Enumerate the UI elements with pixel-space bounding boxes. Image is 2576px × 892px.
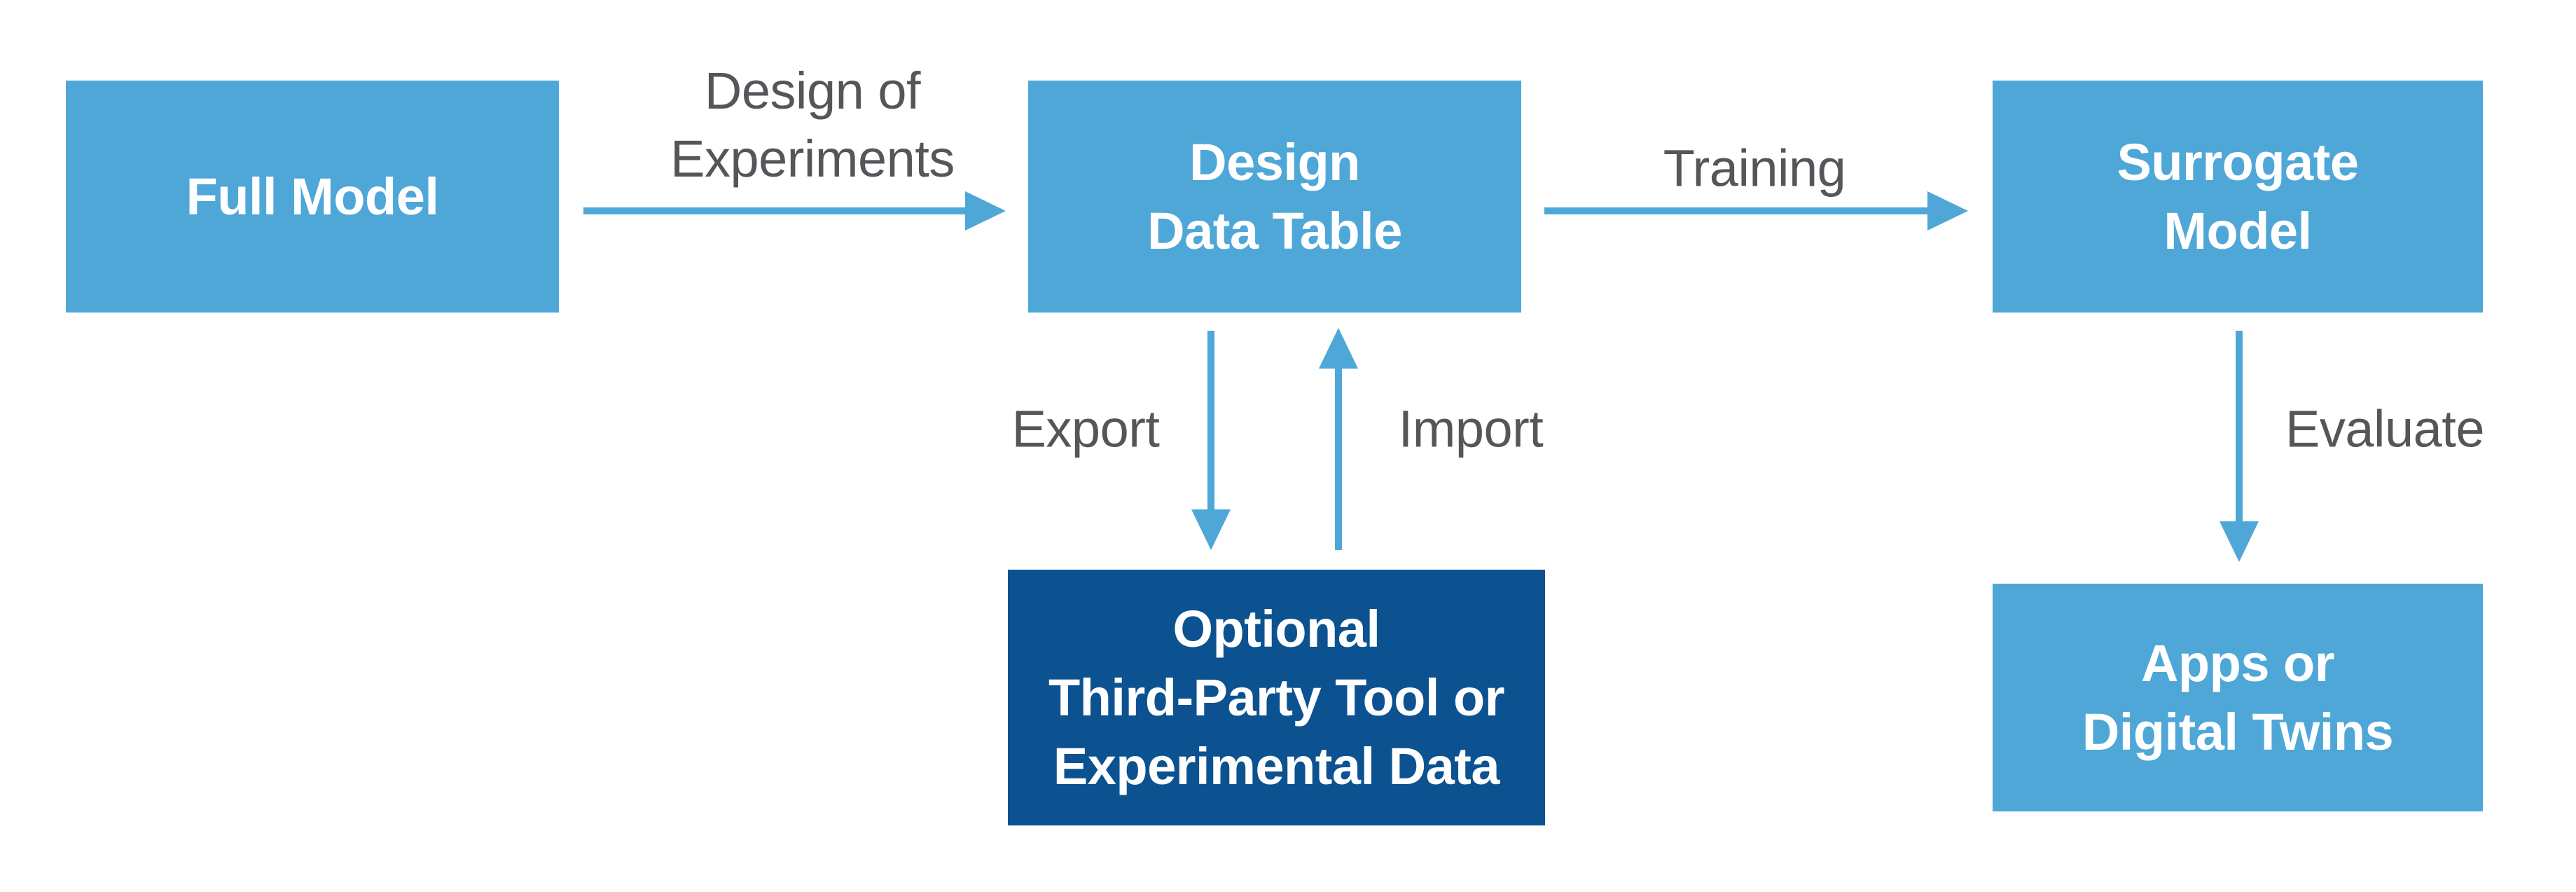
arrow-shaft bbox=[583, 207, 967, 214]
label-import: Import bbox=[1398, 399, 1544, 458]
arrow-shaft bbox=[1544, 207, 1930, 214]
arrow-evaluate bbox=[2220, 331, 2259, 562]
arrow-shaft bbox=[1335, 366, 1342, 550]
node-full-model: Full Model bbox=[66, 81, 559, 313]
node-apps-digital-twins-label: Apps or Digital Twins bbox=[2082, 633, 2394, 761]
arrow-head-down-icon bbox=[1191, 509, 1231, 550]
label-training: Training bbox=[1663, 139, 1846, 198]
node-optional-third-party-label: Optional Third-Party Tool or Experimenta… bbox=[1048, 599, 1505, 795]
arrow-import bbox=[1319, 328, 1358, 550]
label-evaluate: Evaluate bbox=[2285, 399, 2484, 458]
arrow-training bbox=[1544, 191, 1968, 231]
label-export: Export bbox=[1011, 399, 1160, 458]
node-full-model-label: Full Model bbox=[186, 167, 439, 226]
node-surrogate-model-label: Surrogate Model bbox=[2117, 132, 2359, 260]
arrow-head-down-icon bbox=[2220, 521, 2259, 562]
arrow-head-right-icon bbox=[1927, 191, 1968, 231]
arrow-export bbox=[1191, 331, 1231, 550]
arrow-shaft bbox=[1207, 331, 1214, 512]
node-optional-third-party: Optional Third-Party Tool or Experimenta… bbox=[1008, 570, 1545, 825]
node-design-data-table: Design Data Table bbox=[1028, 81, 1521, 313]
node-design-data-table-label: Design Data Table bbox=[1147, 132, 1402, 260]
arrow-design-of-experiments bbox=[583, 191, 1006, 231]
label-design-of-experiments: Design of Experiments bbox=[670, 62, 955, 188]
arrow-shaft bbox=[2236, 331, 2243, 523]
arrow-head-up-icon bbox=[1319, 328, 1358, 369]
arrow-head-right-icon bbox=[965, 191, 1006, 231]
node-surrogate-model: Surrogate Model bbox=[1993, 81, 2483, 313]
node-apps-digital-twins: Apps or Digital Twins bbox=[1993, 584, 2483, 811]
